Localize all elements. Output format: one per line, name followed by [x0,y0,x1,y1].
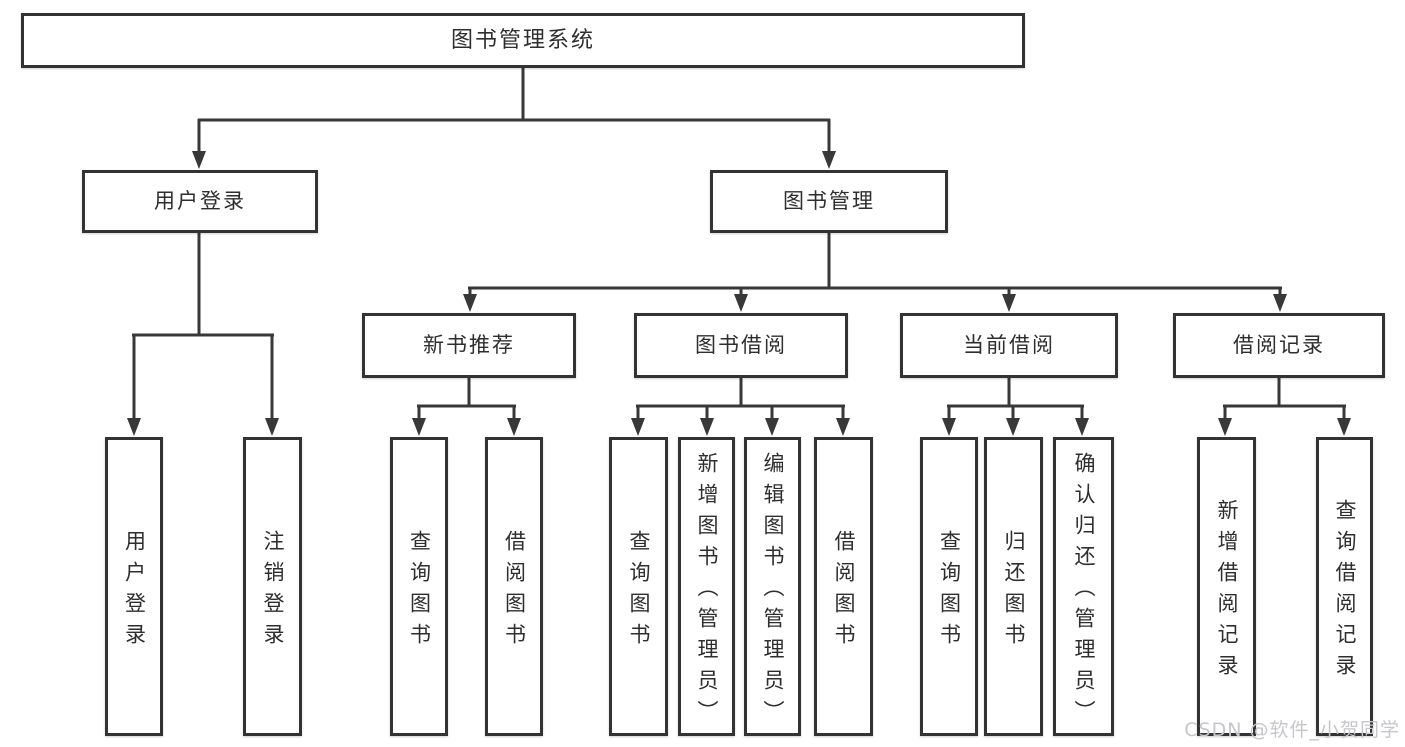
node-library-system-label: 图书管理系统 [450,27,595,53]
node-library-system: 图书管理系统 [21,13,1025,68]
arrowhead [700,418,714,436]
arrowhead [734,294,748,312]
arrowhead [836,418,850,436]
arrowhead [265,418,279,436]
arrowhead [1006,418,1020,436]
leaf-bookborrow-query-books: 查询图书 [609,437,668,736]
arrowhead [1337,418,1351,436]
leaf-newbooks-borrow-books: 借阅图书 [485,437,543,736]
arrowhead [412,418,426,436]
arrowhead [822,151,836,169]
leaf-bookborrow-borrow-books: 借阅图书 [814,437,873,736]
arrowhead [765,418,779,436]
leaf-logout: 注销登录 [243,437,302,736]
leaf-bookborrow-add-books-admin: 新增图书（管理员） [678,437,735,736]
node-new-book-recommend: 新书推荐 [362,313,576,378]
arrowhead [463,294,477,312]
leaf-currentborrow-query-books: 查询图书 [920,437,978,736]
node-current-borrow: 当前借阅 [900,313,1118,378]
leaf-user-login: 用户登录 [105,437,163,736]
arrowhead [1218,418,1232,436]
arrowhead [127,418,141,436]
node-borrow-records-label: 借阅记录 [1233,333,1325,357]
arrowhead [192,151,206,169]
arrowhead [1273,294,1287,312]
node-book-borrow-label: 图书借阅 [695,333,787,357]
node-borrow-records: 借阅记录 [1173,313,1385,378]
node-book-management: 图书管理 [710,170,948,233]
arrowhead [1002,294,1016,312]
node-book-borrow: 图书借阅 [634,313,848,378]
leaf-records-add-borrow-record: 新增借阅记录 [1197,437,1256,736]
node-book-management-label: 图书管理 [783,189,875,213]
node-user-login: 用户登录 [82,170,318,233]
leaf-bookborrow-edit-books-admin: 编辑图书（管理员） [744,437,801,736]
node-current-borrow-label: 当前借阅 [963,333,1055,357]
node-user-login-label: 用户登录 [154,189,246,213]
leaf-currentborrow-return-books: 归还图书 [984,437,1043,736]
arrowhead [1075,418,1089,436]
leaf-newbooks-query-books: 查询图书 [390,437,448,736]
node-new-book-recommend-label: 新书推荐 [423,333,515,357]
leaf-currentborrow-confirm-return-admin: 确认归还（管理员） [1053,437,1114,736]
arrowhead [631,418,645,436]
csdn-watermark: CSDN @软件_小贺同学 [1184,719,1400,741]
arrowhead [507,418,521,436]
arrowhead [942,418,956,436]
leaf-records-query-borrow-record: 查询借阅记录 [1316,437,1373,736]
